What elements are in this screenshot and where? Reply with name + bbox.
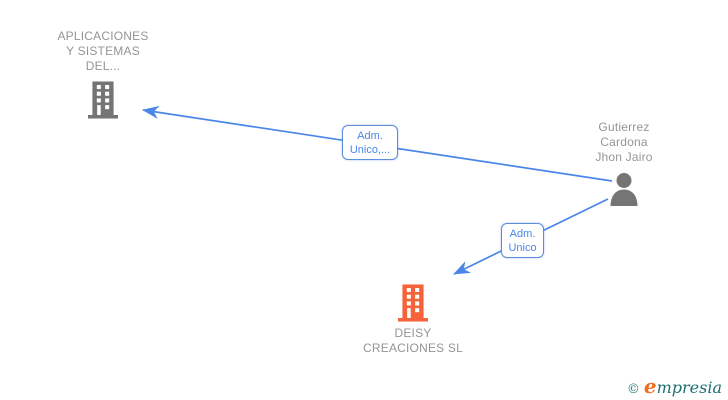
edge-label-line: Unico,... — [349, 143, 391, 156]
empresia-logo: ©empresia — [627, 374, 722, 398]
edge-label-adm-unico-aplicaciones[interactable]: Adm. Unico,... — [342, 125, 398, 160]
edge-label-line: Unico — [508, 241, 537, 254]
empresia-logo-initial: e — [643, 374, 657, 398]
building-icon — [398, 284, 428, 322]
edge-label-line: Adm. — [509, 227, 536, 240]
building-icon — [88, 81, 118, 119]
node-deisy-creaciones-sl[interactable]: DEISY CREACIONES SL — [338, 284, 488, 356]
node-label-line: DEISY — [394, 326, 432, 340]
edge-label-line: Adm. — [357, 129, 383, 142]
node-label: Gutierrez Cardona Jhon Jairo — [595, 120, 652, 165]
node-label-line: APLICACIONES — [57, 29, 149, 43]
copyright-icon: © — [626, 382, 640, 397]
node-label-line: Jhon Jairo — [595, 150, 653, 164]
node-label: DEISY CREACIONES SL — [363, 326, 463, 356]
node-aplicaciones-y-sistemas[interactable]: APLICACIONES Y SISTEMAS DEL... — [28, 29, 178, 119]
node-label-line: Cardona — [600, 135, 648, 149]
node-label: APLICACIONES Y SISTEMAS DEL... — [57, 29, 148, 74]
node-label-line: DEL... — [85, 59, 121, 73]
edge-label-adm-unico-deisy[interactable]: Adm. Unico — [501, 223, 544, 258]
node-label-line: CREACIONES SL — [363, 341, 463, 355]
node-gutierrez-cardona-jhon-jairo[interactable]: Gutierrez Cardona Jhon Jairo — [549, 120, 699, 206]
node-label-line: Y SISTEMAS — [66, 44, 140, 58]
node-label-line: Gutierrez — [598, 120, 650, 134]
person-icon — [608, 172, 640, 206]
empresia-logo-text: mpresia — [656, 378, 722, 397]
